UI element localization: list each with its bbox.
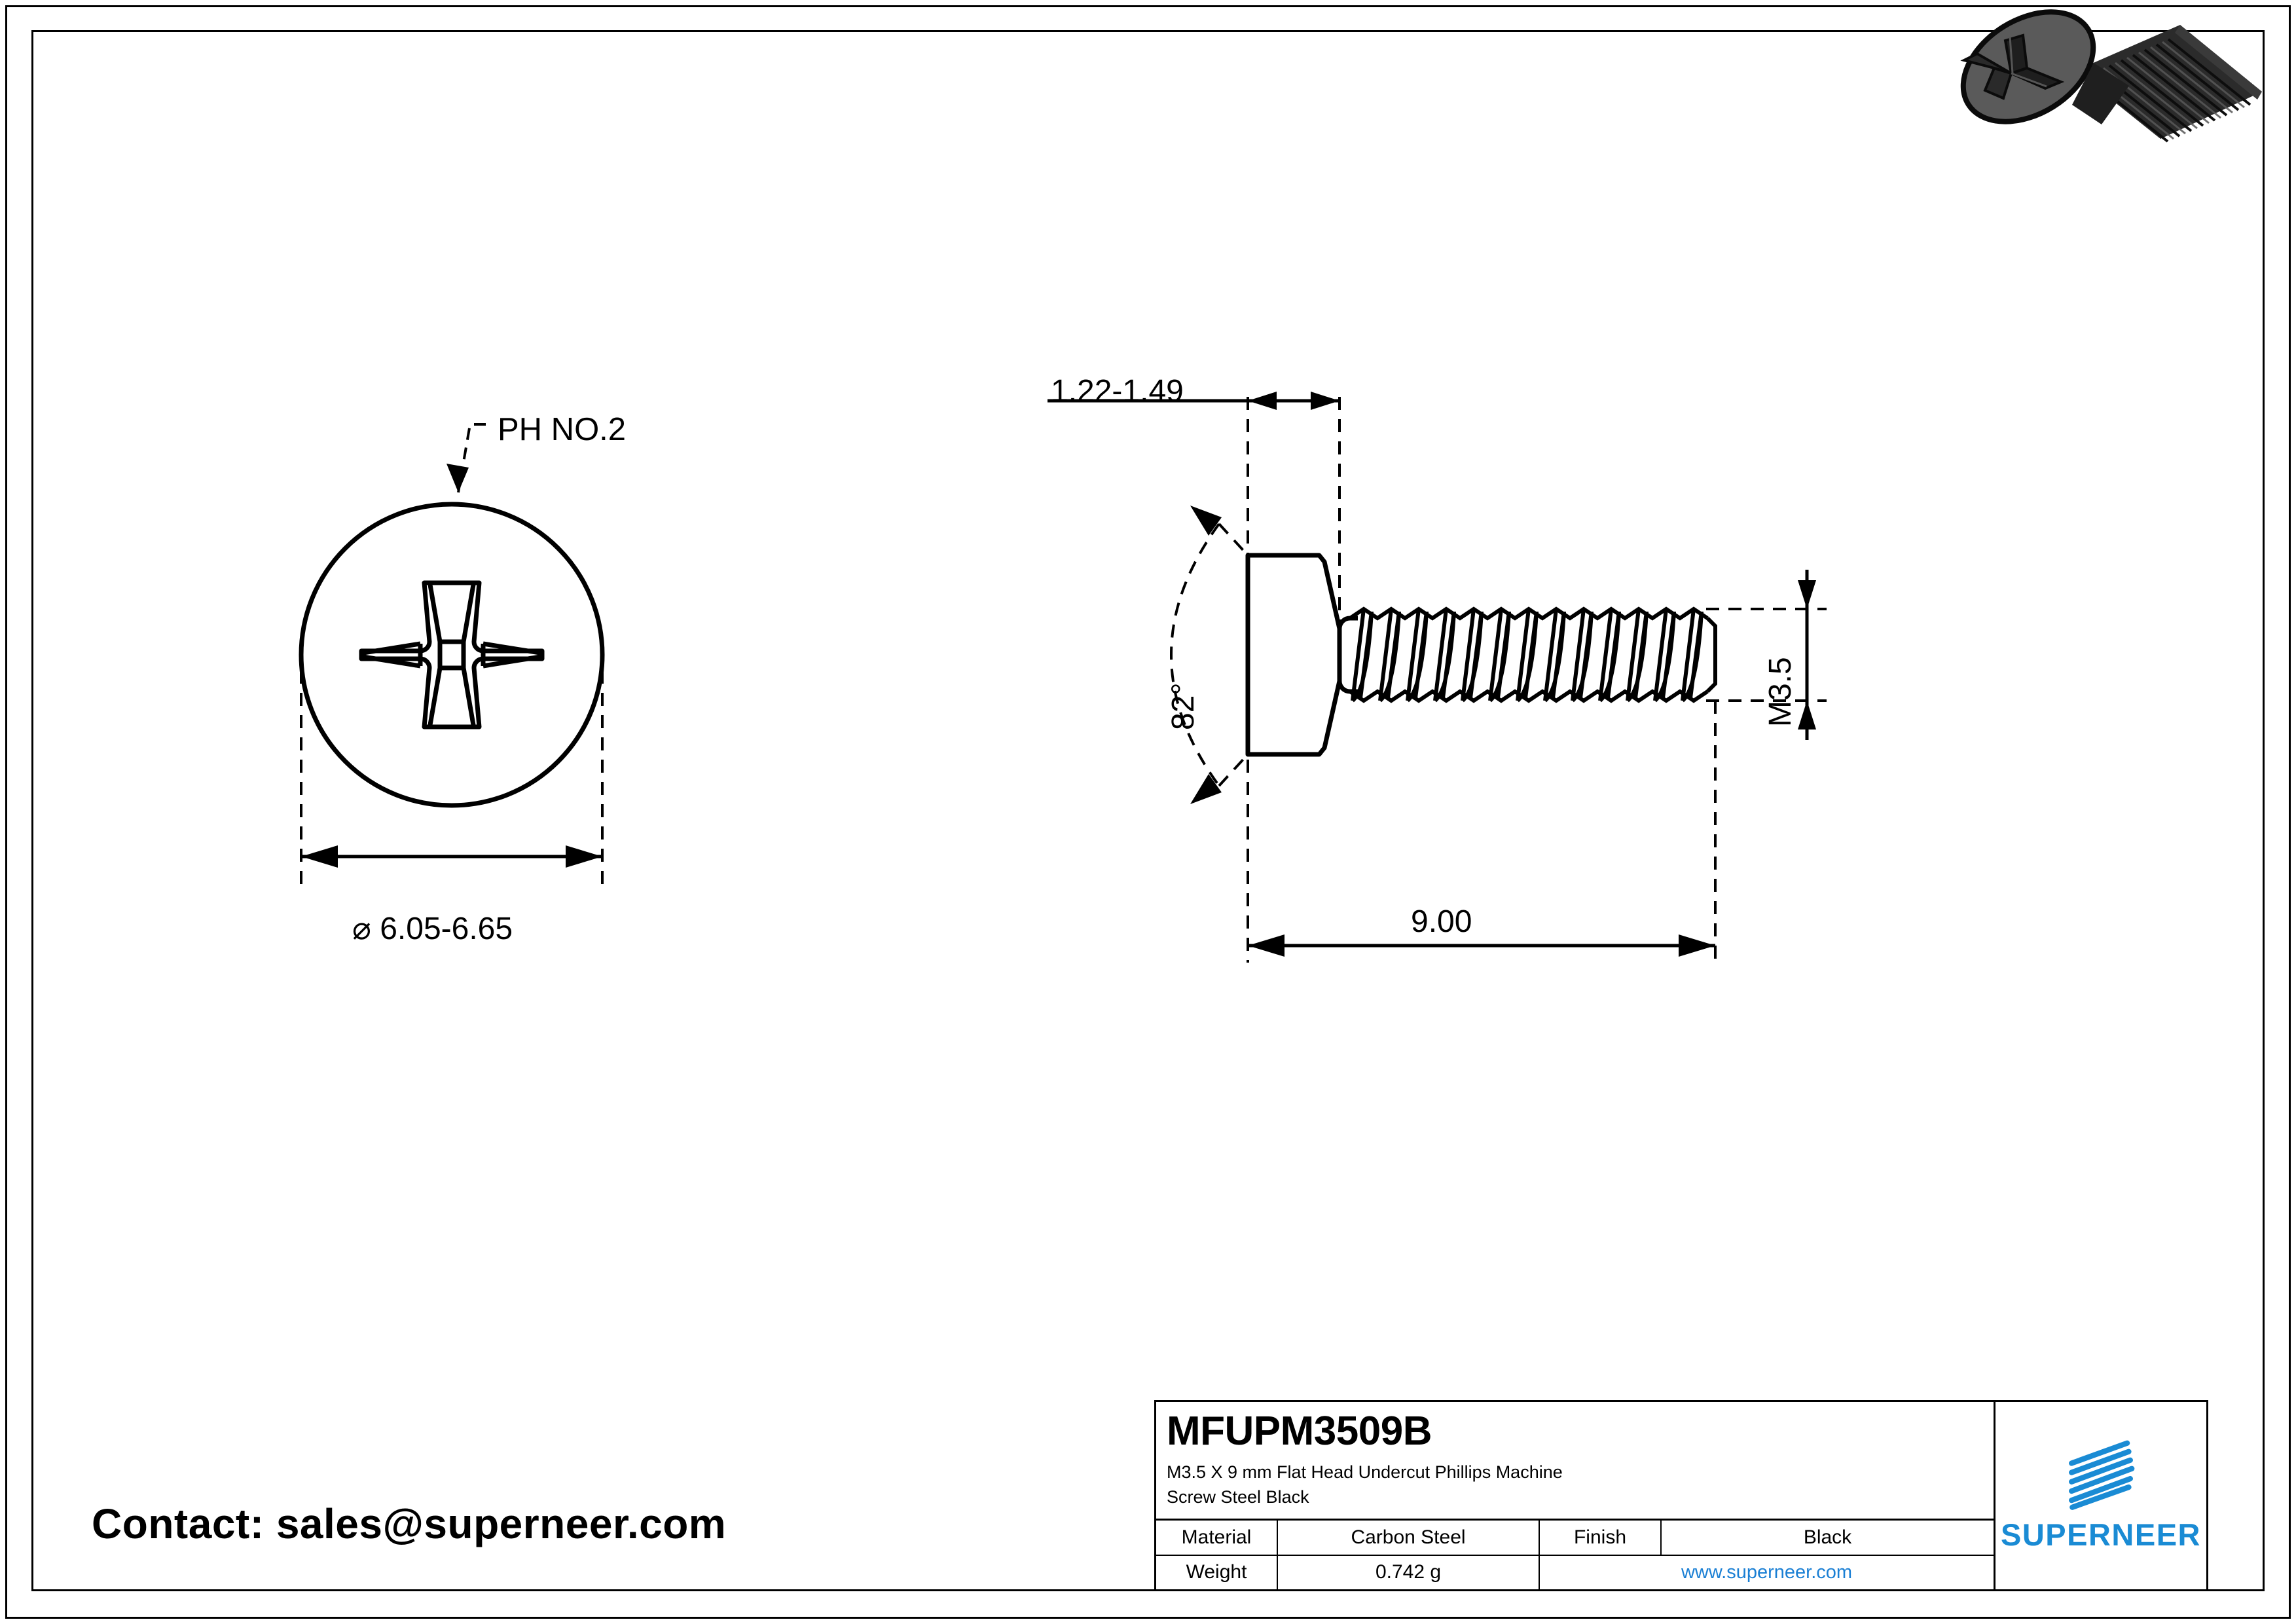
ph-callout-label: PH NO.2 <box>498 412 627 447</box>
head-angle-label: 82° <box>1166 682 1201 730</box>
sheet-outer-border <box>5 5 2291 1619</box>
superneer-logo-icon <box>2069 1440 2135 1510</box>
length-arrow-right <box>1679 934 1715 957</box>
top-view <box>299 423 605 884</box>
m35-arrow-top <box>1798 580 1816 609</box>
weight-label: Weight <box>1156 1555 1278 1589</box>
head-angle-arc <box>1170 523 1249 787</box>
angle-arrow-top <box>1190 506 1222 536</box>
head-thickness-label: 1.22-1.49 <box>1051 374 1184 409</box>
finish-value: Black <box>1803 1526 1852 1548</box>
dim-arrow-right <box>566 845 602 868</box>
title-block-main: MFUPM3509B M3.5 X 9 mm Flat Head Undercu… <box>1156 1402 1995 1589</box>
website-link[interactable]: www.superneer.com <box>1681 1561 1853 1583</box>
model-shank <box>2075 25 2262 143</box>
part-description-line-2: Screw Steel Black <box>1167 1487 1309 1507</box>
screw-3d-model <box>1960 9 2262 143</box>
title-block-header: MFUPM3509B M3.5 X 9 mm Flat Head Undercu… <box>1156 1402 1994 1521</box>
title-block: MFUPM3509B M3.5 X 9 mm Flat Head Undercu… <box>1154 1400 2208 1591</box>
head-outline-circle <box>299 502 605 808</box>
table-row: Material Carbon Steel Finish Black <box>1156 1521 1994 1556</box>
finish-label: Finish <box>1540 1521 1662 1555</box>
head-thickness-extension-lines <box>1247 397 1341 630</box>
phillips-cross-recess <box>359 580 545 729</box>
thickness-arrow-right <box>1311 392 1339 410</box>
diameter-extension-lines <box>300 648 604 884</box>
contact-email-text: Contact: sales@superneer.com <box>92 1500 727 1547</box>
weight-value: 0.742 g <box>1278 1555 1540 1589</box>
dim-arrow-left <box>301 845 338 868</box>
thread-size-label: M3.5 <box>1763 657 1798 727</box>
length-arrow-left <box>1248 934 1285 957</box>
length-dimension-label: 9.00 <box>1411 904 1472 939</box>
m35-arrow-bottom <box>1798 701 1816 729</box>
sheet-inner-border <box>31 30 2265 1591</box>
head-profile <box>1245 553 1342 757</box>
diameter-dimension-label: ⌀ 6.05-6.65 <box>352 912 513 946</box>
length-extension-lines <box>1247 701 1717 963</box>
brand-name: SUPERNEER <box>2000 1517 2201 1552</box>
part-number: MFUPM3509B <box>1167 1409 1432 1454</box>
material-value: Carbon Steel <box>1278 1521 1540 1555</box>
material-label: Material <box>1156 1521 1278 1555</box>
part-description: M3.5 X 9 mm Flat Head Undercut Phillips … <box>1167 1460 1983 1510</box>
model-head <box>1960 9 2129 124</box>
thickness-arrow-left <box>1248 392 1277 410</box>
brand-panel: SUPERNEER <box>1995 1402 2206 1589</box>
table-row: Weight 0.742 g www.superneer.com <box>1156 1555 1994 1589</box>
title-block-spec-table: Material Carbon Steel Finish Black Weigh… <box>1156 1521 1994 1589</box>
side-view <box>1048 392 1827 963</box>
part-description-line-1: M3.5 X 9 mm Flat Head Undercut Phillips … <box>1167 1462 1563 1483</box>
ph-callout-arrowhead <box>446 464 469 492</box>
thread-helix <box>1349 606 1717 703</box>
angle-arrow-bottom <box>1190 774 1222 804</box>
